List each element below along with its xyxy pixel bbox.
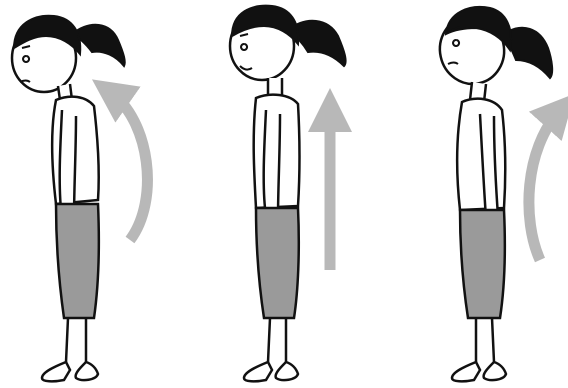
curved-arrow-icon bbox=[110, 92, 147, 240]
feet bbox=[452, 362, 506, 381]
legs bbox=[66, 318, 86, 362]
figure-leaning-back bbox=[434, 7, 560, 381]
figure-slouched bbox=[12, 16, 147, 382]
curved-arrow-icon bbox=[529, 110, 560, 260]
legs bbox=[476, 318, 494, 362]
neck bbox=[268, 78, 282, 96]
figure-upright bbox=[230, 6, 346, 382]
feet bbox=[244, 362, 298, 381]
skirt bbox=[256, 208, 299, 318]
arm bbox=[60, 110, 76, 218]
skirt bbox=[56, 204, 99, 318]
arm bbox=[264, 110, 280, 216]
feet bbox=[42, 362, 98, 381]
legs bbox=[268, 318, 286, 362]
skirt bbox=[460, 210, 505, 318]
